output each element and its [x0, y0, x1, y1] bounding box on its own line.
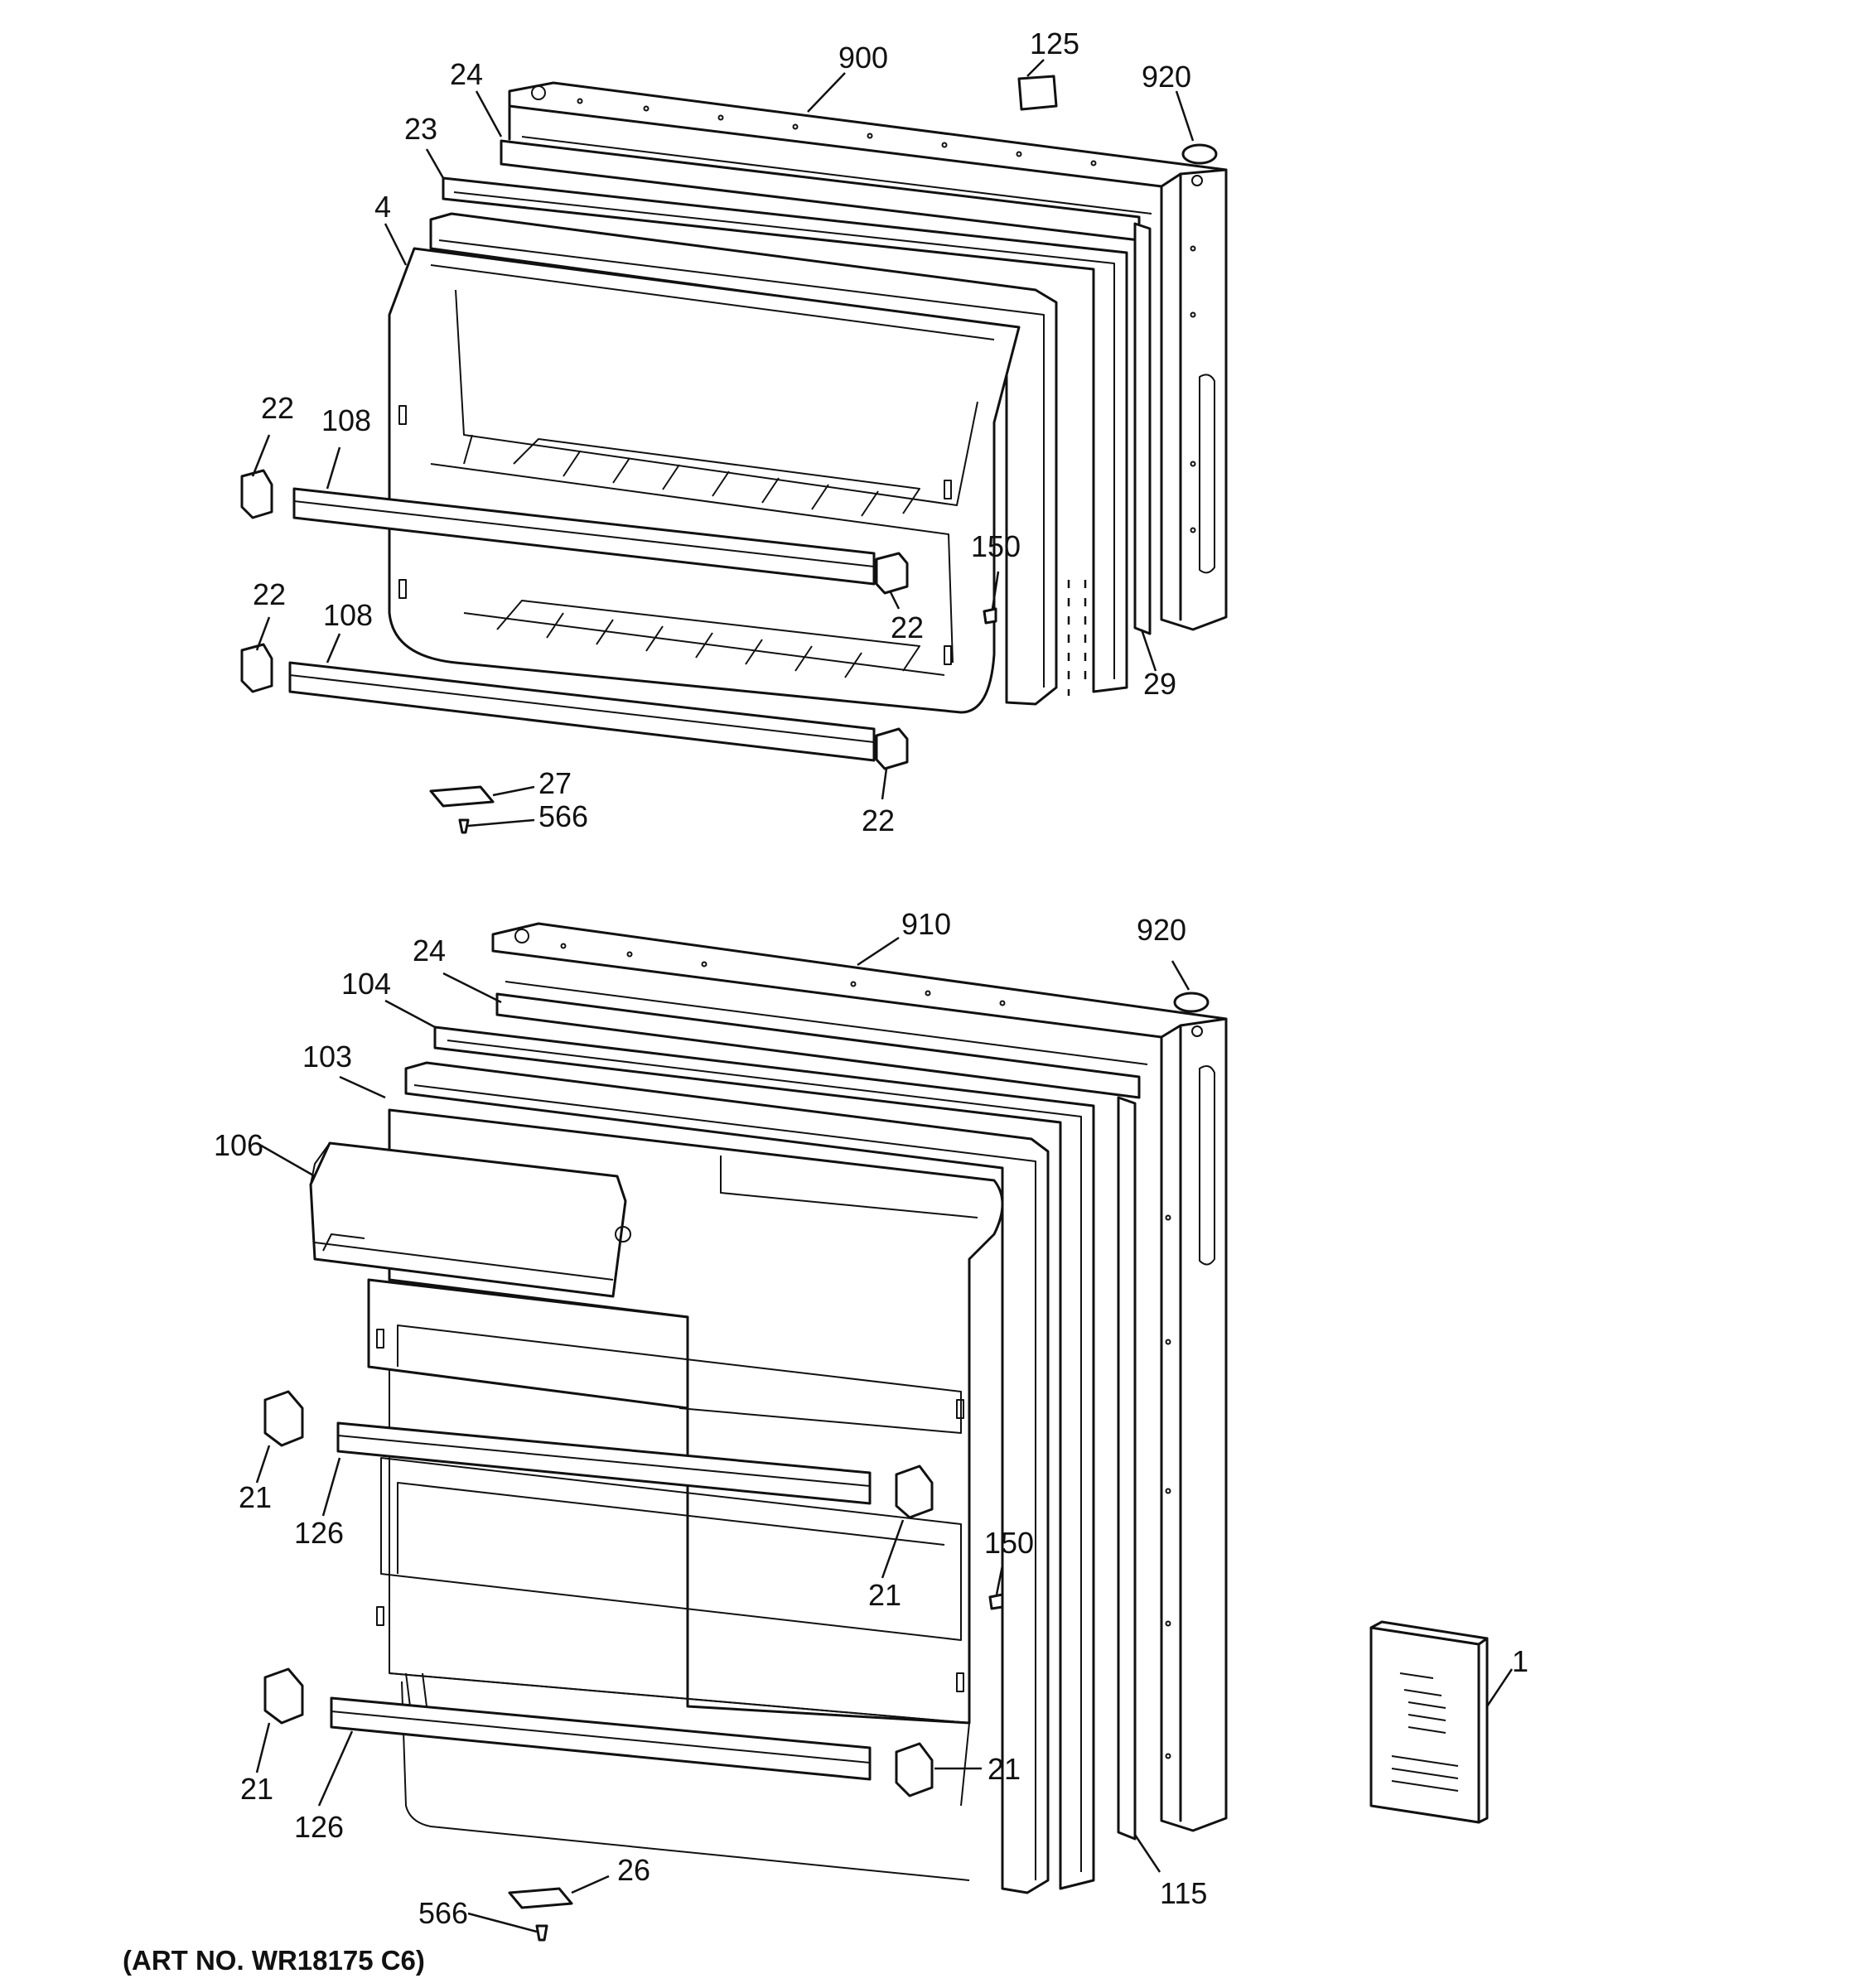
callout-22-right-lower: 22 [862, 803, 895, 837]
callout-108-lower: 108 [323, 598, 373, 632]
callout-126-upper: 126 [294, 1516, 344, 1550]
fresh-food-outer-door-panel [491, 922, 1228, 1832]
leader-lines [251, 59, 1514, 1933]
callout-21-left-lower: 21 [240, 1772, 273, 1806]
callout-920-bottom: 920 [1137, 913, 1186, 947]
fresh-food-door-assembly [263, 922, 1489, 1942]
callout-150-top: 150 [971, 529, 1021, 563]
callout-26: 26 [617, 1853, 650, 1887]
callout-22-top-left-lower: 22 [253, 577, 286, 611]
fresh-food-gasket [433, 1025, 1095, 1890]
callout-labels-top: 900 125 920 24 23 4 22 108 150 22 22 108… [253, 27, 1191, 837]
callout-23: 23 [404, 112, 437, 146]
callout-labels-bottom: 910 920 24 104 103 106 21 126 150 21 1 2… [214, 907, 1528, 1930]
callout-22-right-upper: 22 [891, 610, 924, 644]
callout-1: 1 [1512, 1644, 1528, 1678]
freezer-door-shelves [388, 247, 1021, 714]
callout-24-bottom: 24 [413, 934, 446, 967]
callout-106: 106 [214, 1128, 263, 1162]
callout-566-top: 566 [538, 799, 588, 833]
part-920-cap [1181, 143, 1218, 165]
callout-21-right-upper: 21 [868, 1578, 901, 1612]
callout-104: 104 [341, 967, 391, 1001]
callout-29: 29 [1143, 667, 1176, 701]
callout-103: 103 [302, 1040, 352, 1074]
fresh-food-strip-115 [1117, 1096, 1137, 1841]
part-106-door-bin [309, 1141, 631, 1298]
part-920-cap-lower [1173, 992, 1210, 1013]
callout-126-lower: 126 [294, 1810, 344, 1844]
fresh-food-retainer-strip [495, 992, 1141, 1099]
callout-910: 910 [901, 907, 951, 941]
part-27-hinge [429, 785, 495, 808]
freezer-door-assembly [240, 75, 1228, 834]
callout-566-bottom: 566 [418, 1896, 468, 1930]
callout-108-upper: 108 [321, 403, 371, 437]
freezer-strip-29 [1133, 222, 1152, 635]
part-150-screw-bottom [988, 1593, 1004, 1610]
part-125-plug [1017, 75, 1058, 111]
freezer-outer-door-panel [508, 81, 1228, 631]
freezer-shelf-bar-lower [288, 661, 876, 762]
freezer-shelf-bar-upper [292, 487, 876, 586]
freezer-gasket [442, 176, 1128, 693]
freezer-bar-clips [240, 469, 909, 770]
fresh-food-door-liner [404, 1061, 1050, 1894]
fresh-food-bar-clips [263, 1390, 934, 1797]
callout-920: 920 [1142, 60, 1191, 94]
part-1-owners-manual [1369, 1620, 1489, 1824]
callout-24: 24 [450, 57, 483, 91]
callout-125: 125 [1030, 27, 1079, 60]
callout-21-left-upper: 21 [239, 1480, 272, 1514]
part-26-hinge [508, 1887, 573, 1909]
callout-4: 4 [374, 190, 391, 224]
part-150-screw-top [983, 607, 997, 625]
callout-150-bottom: 150 [984, 1526, 1034, 1560]
callout-115: 115 [1160, 1876, 1207, 1910]
part-566-screw-bottom [535, 1924, 548, 1942]
callout-22-top-left-upper: 22 [261, 391, 294, 425]
callout-21-right-lower: 21 [988, 1752, 1021, 1786]
part-566-screw-top [458, 818, 470, 834]
art-number: (ART NO. WR18175 C6) [123, 1945, 425, 1976]
fresh-food-shelf-bar-lower [330, 1696, 872, 1781]
callout-27: 27 [538, 766, 572, 800]
callout-900: 900 [838, 41, 888, 75]
fresh-food-shelf-bar-upper [336, 1421, 872, 1505]
